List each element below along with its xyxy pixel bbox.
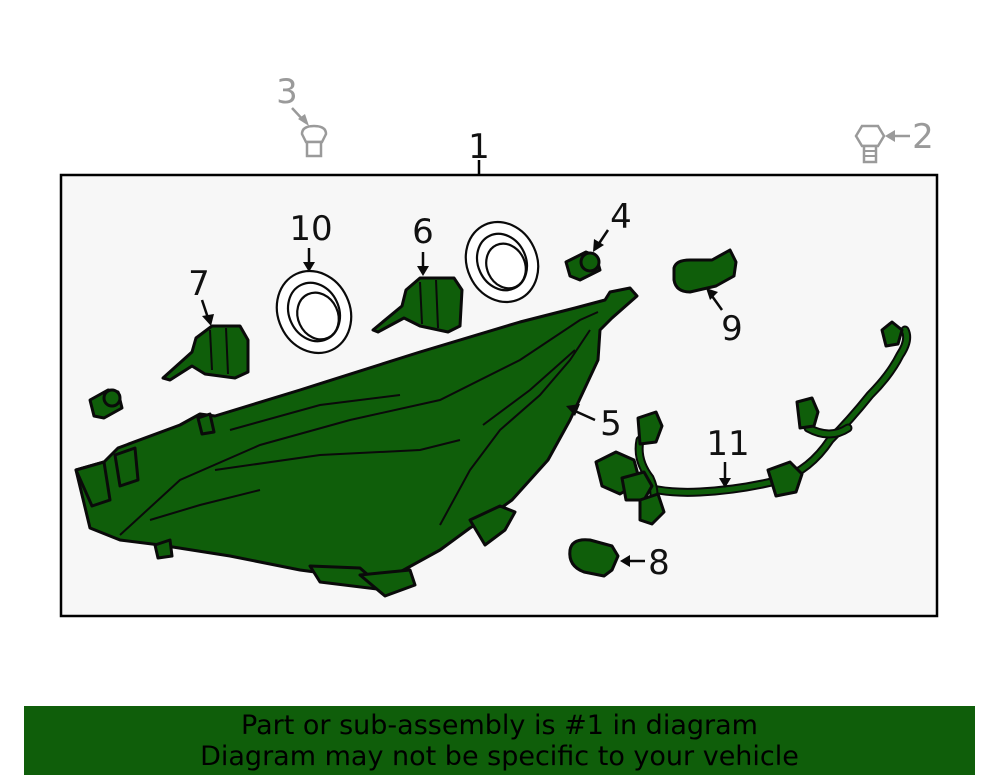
callout-11: 11	[706, 424, 749, 464]
footer-line-1: Part or sub-assembly is #1 in diagram	[241, 709, 758, 741]
callout-6: 6	[412, 212, 434, 252]
bulb-small-left	[88, 388, 124, 420]
bulb-8	[568, 538, 620, 578]
bulb-small	[564, 250, 602, 282]
clip-icon	[300, 124, 328, 158]
callout-9-leader	[710, 295, 724, 311]
callout-10: 10	[289, 209, 332, 249]
callout-8: 8	[648, 543, 670, 583]
wiring-harness	[594, 320, 912, 526]
bulb-socket-middle	[371, 276, 464, 334]
callout-7-leader	[200, 299, 210, 319]
seal-ring-right	[464, 220, 540, 304]
bolt-icon	[854, 124, 886, 164]
bulb-9	[672, 248, 738, 294]
callout-4: 4	[610, 197, 632, 237]
footer-line-2: Diagram may not be specific to your vehi…	[200, 740, 799, 772]
callout-5: 5	[600, 404, 622, 444]
seal-ring-left	[275, 269, 353, 355]
callout-5-leader	[574, 409, 596, 422]
callout-3: 3	[276, 72, 298, 112]
callout-1: 1	[468, 127, 490, 167]
parts-diagram: 1 3 2 5 7	[59, 72, 939, 618]
callout-9: 9	[721, 309, 743, 349]
footer-banner: Part or sub-assembly is #1 in diagram Di…	[24, 706, 975, 775]
headlamp-housing	[74, 286, 639, 598]
callout-7: 7	[188, 264, 210, 304]
bulb-socket-left	[161, 324, 250, 382]
callout-2: 2	[912, 117, 934, 157]
